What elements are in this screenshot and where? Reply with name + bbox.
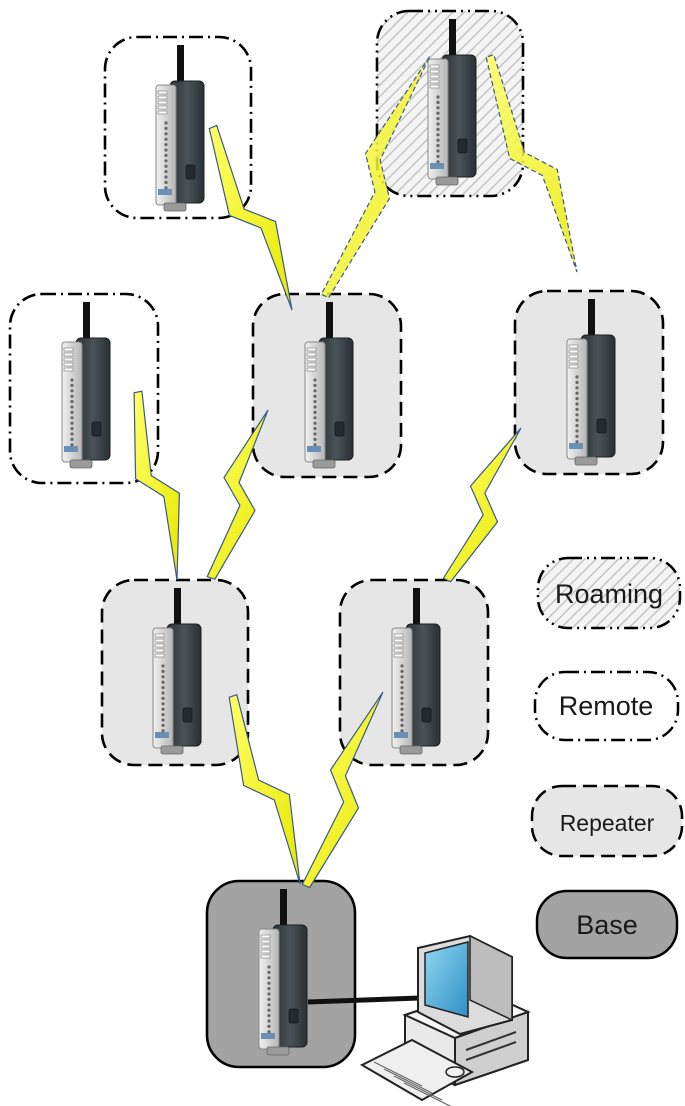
- wireless-io-device-icon: [152, 588, 202, 755]
- wireless-links: [133, 53, 578, 889]
- cable-line: [307, 995, 421, 1005]
- wireless-lightning-link-icon: [442, 427, 522, 583]
- wireless-io-device-icon: [258, 889, 308, 1056]
- legend-base-label: Base: [576, 910, 638, 940]
- wireless-lightning-link-icon: [228, 693, 301, 885]
- wireless-io-device-icon: [391, 588, 441, 755]
- legend-repeater-swatch: [530, 784, 684, 858]
- wireless-io-device-icon: [155, 45, 205, 212]
- wireless-io-device-icon: [566, 299, 616, 466]
- wireless-lightning-link-icon: [320, 55, 431, 299]
- legend-remote-label: Remote: [559, 691, 654, 721]
- wireless-lightning-link-icon: [301, 691, 384, 889]
- wireless-io-device-icon: [427, 19, 477, 186]
- wireless-lightning-link-icon: [206, 409, 269, 581]
- desktop-computer-icon: [307, 934, 531, 1106]
- wireless-io-device-icon: [61, 302, 111, 469]
- wireless-lightning-link-icon: [133, 390, 181, 581]
- legend-repeater-label: Repeater: [560, 810, 655, 836]
- legend: Roaming Remote Repeater Base: [530, 556, 684, 960]
- legend-roaming-label: Roaming: [555, 579, 663, 609]
- wireless-lightning-link-icon: [485, 53, 578, 273]
- devices: [61, 19, 616, 1056]
- legend-base-swatch: [535, 889, 679, 960]
- legend-roaming-swatch: [536, 556, 682, 630]
- legend-remote-swatch: [533, 670, 680, 742]
- wireless-io-device-icon: [304, 302, 354, 469]
- wireless-lightning-link-icon: [208, 124, 293, 311]
